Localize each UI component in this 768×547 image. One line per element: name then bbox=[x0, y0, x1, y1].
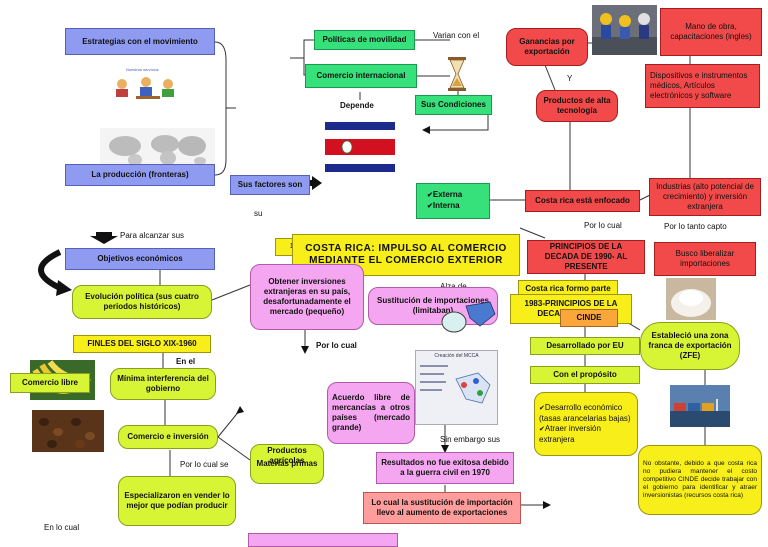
item-interna: Interna bbox=[427, 201, 462, 212]
node-con-proposito: Con el propósito bbox=[530, 366, 640, 384]
node-fines: FINLES DEL SIGLO XIX-1960 bbox=[73, 335, 211, 353]
node-politicas: Políticas de movilidad bbox=[314, 30, 415, 50]
item-atraer: Atraer inversión extranjera bbox=[539, 424, 633, 445]
label-alza: Alza de bbox=[440, 282, 467, 291]
label-su: su bbox=[254, 209, 263, 218]
node-obtener: Obtener inversiones extranjeras en su pa… bbox=[250, 264, 364, 330]
node-mano-obra: Mano de obra, capacitaciones (ingles) bbox=[660, 8, 762, 56]
node-acuerdo: Acuerdo libre de mercancías a otros país… bbox=[327, 382, 415, 444]
node-objetivos: Objetivos económicos bbox=[65, 248, 215, 270]
node-sus-condiciones: Sus Condiciones bbox=[415, 95, 492, 115]
node-comercio-internacional: Comercio internacional bbox=[305, 64, 417, 88]
label-por-lo-cual-se: Por lo cual se bbox=[180, 460, 229, 469]
label-por-lo-cual-2: Por lo cual bbox=[316, 341, 357, 350]
sugar-photo bbox=[666, 278, 716, 320]
label-por-lo-cual-1: Por lo cual bbox=[584, 221, 622, 230]
node-productos-agricolas: Productos agrícolas bbox=[267, 446, 307, 465]
node-no-obstante: No obstante, debido a que costa rica no … bbox=[638, 445, 762, 515]
label-depende: Depende bbox=[340, 101, 374, 110]
costa-rica-flag bbox=[325, 122, 395, 172]
hourglass-icon bbox=[447, 56, 467, 92]
node-produccion: La producción (fronteras) bbox=[65, 164, 215, 186]
item-externa: Externa bbox=[427, 190, 462, 201]
node-comercio-libre: Comercio libre bbox=[10, 373, 90, 393]
label-por-lo-tanto: Por lo tanto capto bbox=[664, 222, 727, 231]
label-sin-embargo: Sin embargo sus bbox=[440, 435, 501, 444]
factory-workers-photo bbox=[592, 5, 657, 55]
mcca-title: Creación del MCCA bbox=[434, 353, 479, 359]
label-y: Y bbox=[567, 74, 573, 83]
node-materias: Materias primas bbox=[250, 444, 324, 484]
label-para-alcanzar: Para alcanzar sus bbox=[120, 231, 185, 240]
node-costa-enfocado: Costa rica está enfocado bbox=[525, 190, 640, 212]
mcca-diagram: Creación del MCCA bbox=[415, 350, 498, 425]
node-desarrollado: Desarrollado por EU bbox=[530, 337, 640, 355]
node-factores: Sus factores son bbox=[230, 175, 310, 195]
container-port-photo bbox=[670, 385, 730, 427]
node-minima: Mínima interferencia del gobierno bbox=[110, 368, 216, 400]
node-zona-franca: Estableció una zona franca de exportació… bbox=[640, 322, 740, 370]
coffee-beans-photo bbox=[32, 410, 104, 452]
workers-illustration: Nuestros servicios bbox=[108, 62, 186, 104]
node-liberalizar: Busco liberalizar importaciones bbox=[654, 242, 756, 276]
node-lo-cual: Lo cual la sustitución de importación ll… bbox=[363, 492, 521, 524]
svg-text:Nuestros servicios: Nuestros servicios bbox=[126, 67, 159, 72]
node-especializaron: Especializaron en vender lo mejor que po… bbox=[118, 476, 236, 526]
node-proposito-list: Desarrollo económico (tasas arancelarias… bbox=[534, 392, 638, 456]
node-resultados: Resultados no fue exitosa debido a la gu… bbox=[376, 452, 514, 484]
page-title: COSTA RICA: IMPULSO AL COMERCIO MEDIANTE… bbox=[292, 234, 520, 276]
node-productos-alta: Productos de alta tecnología bbox=[536, 90, 618, 122]
node-evolucion: Evolución política (sus cuatro periodos … bbox=[72, 285, 212, 319]
node-industrias: Industrias (alto potencial de crecimient… bbox=[649, 178, 761, 216]
label-en-lo-cual: En lo cual bbox=[44, 523, 80, 532]
label-varian: Varian con el bbox=[433, 31, 480, 40]
node-dispositivos: Dispositivos e instrumentos médicos, Art… bbox=[645, 64, 760, 108]
item-desarrollo: Desarrollo económico (tasas arancelarias… bbox=[539, 403, 633, 424]
node-principios-1990: PRINCIPIOS DE LA DECADA DE 1990- AL PRES… bbox=[527, 240, 645, 274]
label-en-el: En el bbox=[176, 357, 196, 366]
node-ganancias: Ganancias por exportación bbox=[506, 28, 588, 66]
node-bottom-cutoff bbox=[248, 533, 398, 547]
node-externa-interna: Externa Interna bbox=[416, 183, 490, 219]
node-comercio-inversion: Comercio e inversión bbox=[118, 425, 218, 449]
node-estrategias: Estrategias con el movimiento bbox=[65, 28, 215, 55]
world-map bbox=[100, 128, 215, 168]
central-america-map bbox=[440, 296, 498, 336]
node-cinde: CINDE bbox=[560, 309, 618, 327]
